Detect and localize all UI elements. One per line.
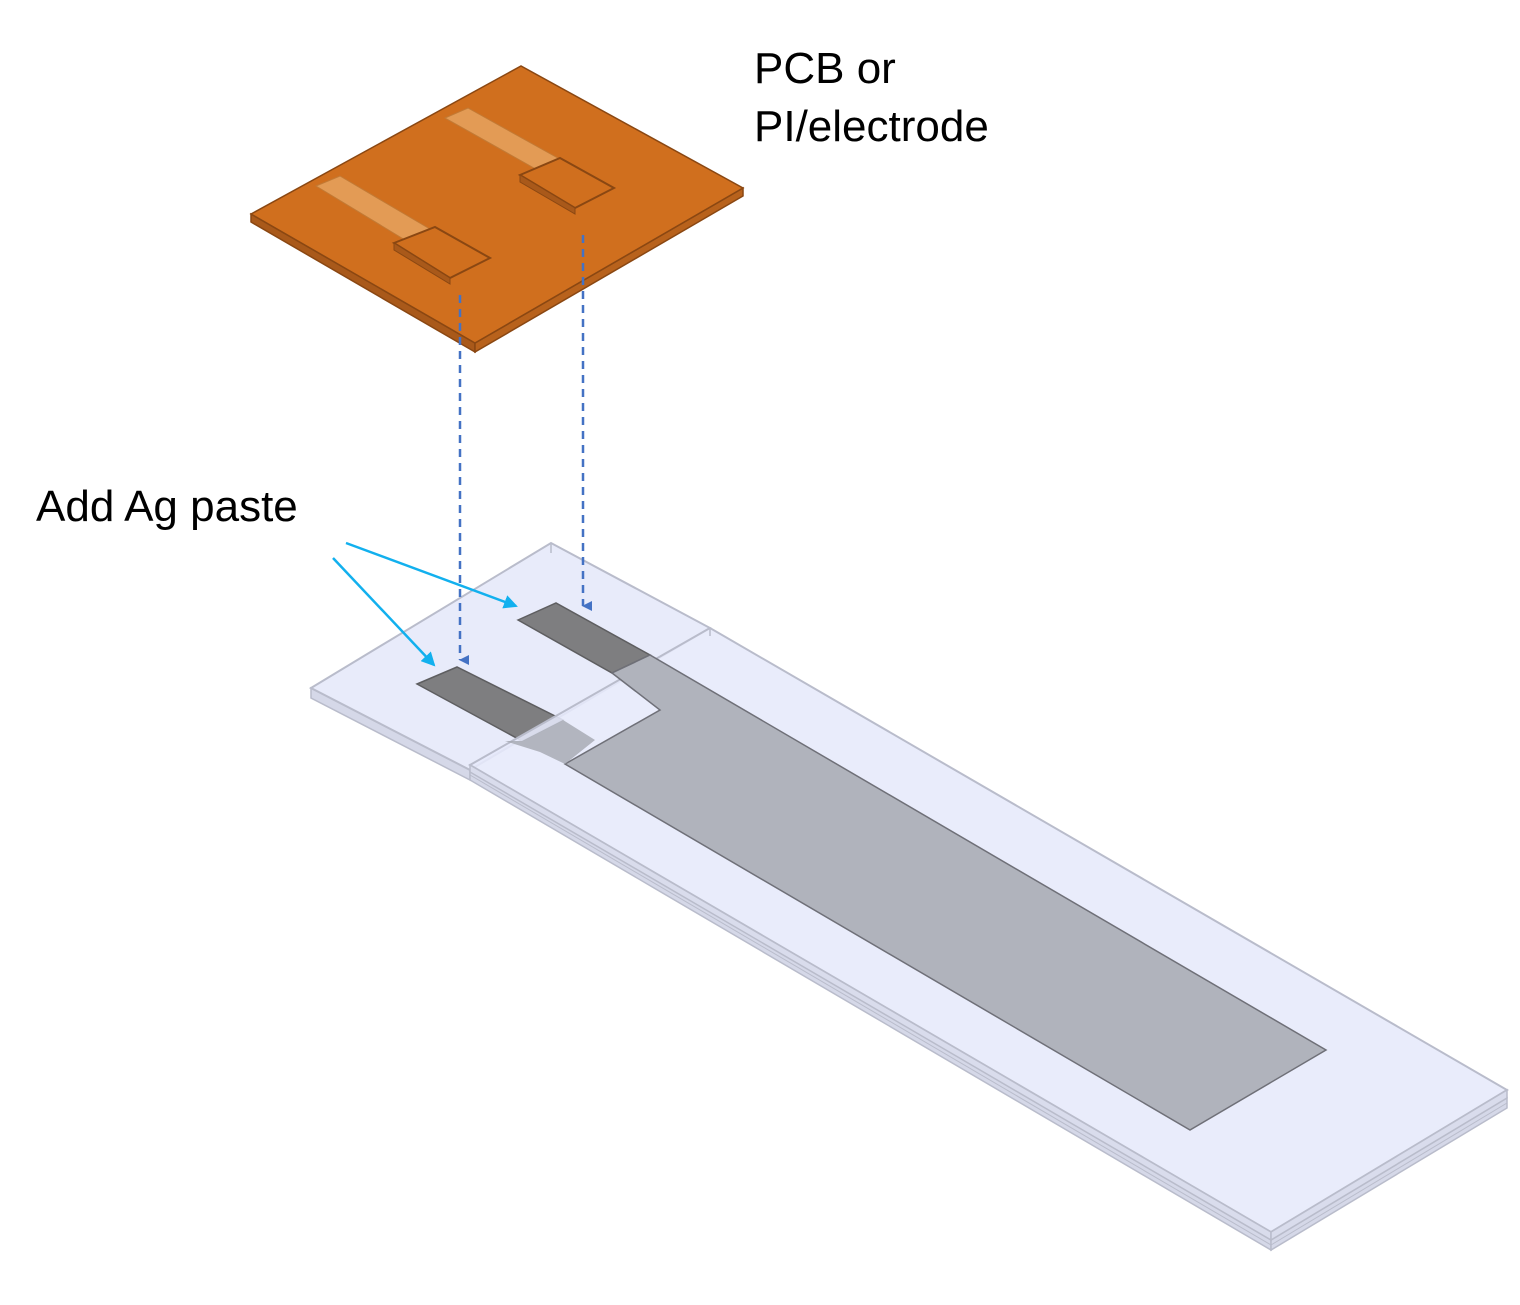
pcb-label: PCB or PI/electrode [754, 40, 989, 156]
ag-paste-arrow-left-pad [332, 557, 436, 667]
pcb-label-line1: PCB or [754, 44, 896, 93]
active-electrode-area [505, 654, 1328, 1131]
pcb-label-line2: PI/electrode [754, 102, 989, 151]
pcb-board [249, 65, 745, 354]
bottom-glass-substrate [308, 541, 713, 782]
ag-paste-label: Add Ag paste [36, 482, 298, 531]
ag-paste-arrow-right-pad [345, 541, 518, 609]
